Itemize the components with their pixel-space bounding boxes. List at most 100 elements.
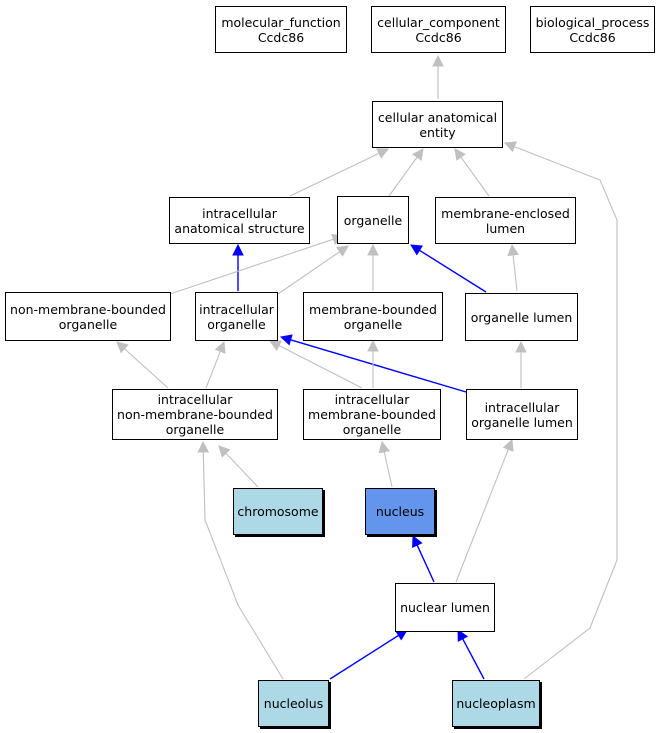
node-label-line: nucleolus (263, 696, 324, 711)
edge-arrowhead (503, 141, 517, 153)
node-label-line: organelle (207, 316, 266, 332)
edge-line (388, 156, 418, 197)
edge-part-of-intracellular-organelle-lumen-to-intracellular-organelle (279, 334, 467, 393)
edge-is-a-intracellular-non-membrane-bounded-organelle-to-intracellular-organelle (205, 340, 226, 389)
edge-arrowhead (502, 438, 514, 452)
edge-line (514, 146, 618, 680)
edge-arrowhead (269, 340, 282, 351)
node-label-line: molecular_function (221, 14, 341, 30)
node-label-line: entity (419, 124, 456, 140)
edge-part-of-nucleoplasm-to-nuclear-lumen (457, 629, 485, 680)
edge-part-of-nuclear-lumen-to-nucleus (412, 534, 435, 583)
edge-arrowhead (367, 243, 379, 256)
node-label-line: nucleoplasm (456, 696, 536, 711)
edge-is-a-intracellular-organelle-to-organelle (277, 245, 349, 295)
edge-line (202, 451, 284, 680)
edge-arrowhead (454, 148, 466, 161)
node-chromosome[interactable]: chromosome (233, 488, 323, 535)
node-label-line: organelle (58, 316, 118, 332)
edge-is-a-chromosome-to-intracellular-non-membrane-bounded-organelle (218, 445, 259, 488)
node-nucleus[interactable]: nucleus (365, 488, 435, 535)
edge-is-a-nucleus-to-intracellular-membrane-bounded-organelle (378, 440, 393, 488)
edge-line (383, 451, 393, 488)
node-label-line: Ccdc86 (257, 29, 305, 45)
node-label-line: nucleus (375, 504, 425, 519)
edge-arrowhead (457, 629, 469, 642)
edge-line (460, 156, 490, 197)
edge-line (416, 544, 435, 583)
edge-part-of-intracellular-organelle-to-intracellular-anatomical-structure (232, 243, 244, 291)
node-label-line: membrane-bounded (308, 407, 436, 422)
edge-is-a-nucleoplasm-to-cellular-anatomical-entity (503, 141, 618, 680)
edge-line (289, 152, 380, 197)
edge-arrowhead (378, 440, 390, 454)
edge-arrowhead (367, 339, 379, 352)
node-label-line: intracellular (484, 399, 560, 415)
node-label-line: anatomical structure (174, 220, 305, 236)
node-label-line: chromosome (237, 504, 319, 519)
node-nuclear-lumen[interactable]: nuclear lumen (395, 583, 495, 632)
node-label-line: organelle (342, 422, 402, 437)
edge-arrowhead (376, 148, 390, 159)
edge-line (277, 251, 341, 295)
node-label-line: non-membrane-bounded (10, 301, 166, 317)
node-label-line: intracellular (202, 205, 277, 221)
edge-arrowhead (412, 148, 424, 161)
edge-part-of-organelle-lumen-to-organelle (410, 244, 487, 293)
edge-arrowhead (410, 244, 423, 256)
edge-part-of-nucleolus-to-nuclear-lumen (329, 629, 408, 680)
edge-arrowhead (279, 334, 293, 346)
node-label-line: lumen (485, 220, 526, 236)
edge-is-a-intracellular-membrane-bounded-organelle-to-intracellular-organelle (269, 340, 363, 389)
edge-line (455, 449, 509, 583)
edge-line (124, 348, 169, 389)
node-nucleoplasm[interactable]: nucleoplasm (452, 680, 540, 727)
edge-arrowhead (232, 243, 244, 256)
node-organelle-lumen[interactable]: organelle lumen (465, 293, 578, 341)
edge-is-a-organelle-to-cellular-anatomical-entity (388, 148, 424, 197)
node-label-line: intracellular (334, 392, 410, 407)
edge-is-a-intracellular-non-membrane-bounded-organelle-to-non-membrane-bounded-organelle (116, 341, 169, 389)
edge-arrowhead (507, 243, 519, 257)
node-label-line: organelle (165, 422, 225, 437)
node-label-line: organelle (343, 316, 403, 332)
node-nucleolus[interactable]: nucleolus (258, 680, 329, 727)
edge-line (205, 351, 221, 389)
node-label-line: Ccdc86 (415, 29, 462, 45)
node-label-line: organelle (343, 212, 403, 228)
edge-is-a-intracellular-organelle-lumen-to-organelle-lumen (515, 340, 527, 388)
edge-arrowhead (412, 534, 423, 548)
node-label-line: cellular_component (377, 14, 500, 30)
node-label-line: cellular anatomical (377, 109, 498, 125)
node-label-line: intracellular (157, 392, 233, 407)
edge-is-a-cellular-anatomical-entity-to-cellular-component (432, 54, 444, 99)
edge-is-a-membrane-bounded-organelle-to-organelle (367, 243, 379, 291)
edge-line (169, 238, 334, 295)
edge-arrowhead (214, 340, 226, 354)
edge-line (278, 345, 363, 389)
node-label-line: non-membrane-bounded (117, 407, 273, 422)
node-label-line: nuclear lumen (400, 600, 490, 615)
edge-line (290, 339, 467, 393)
node-label-line: membrane-bounded (309, 301, 437, 317)
edge-arrowhead (432, 54, 444, 67)
edge-line (512, 254, 518, 292)
edge-line (225, 452, 259, 488)
node-organelle[interactable]: organelle (337, 196, 409, 244)
node-label-line: Ccdc86 (569, 29, 616, 45)
edge-arrowhead (218, 445, 231, 458)
edge-arrowhead (116, 341, 129, 354)
